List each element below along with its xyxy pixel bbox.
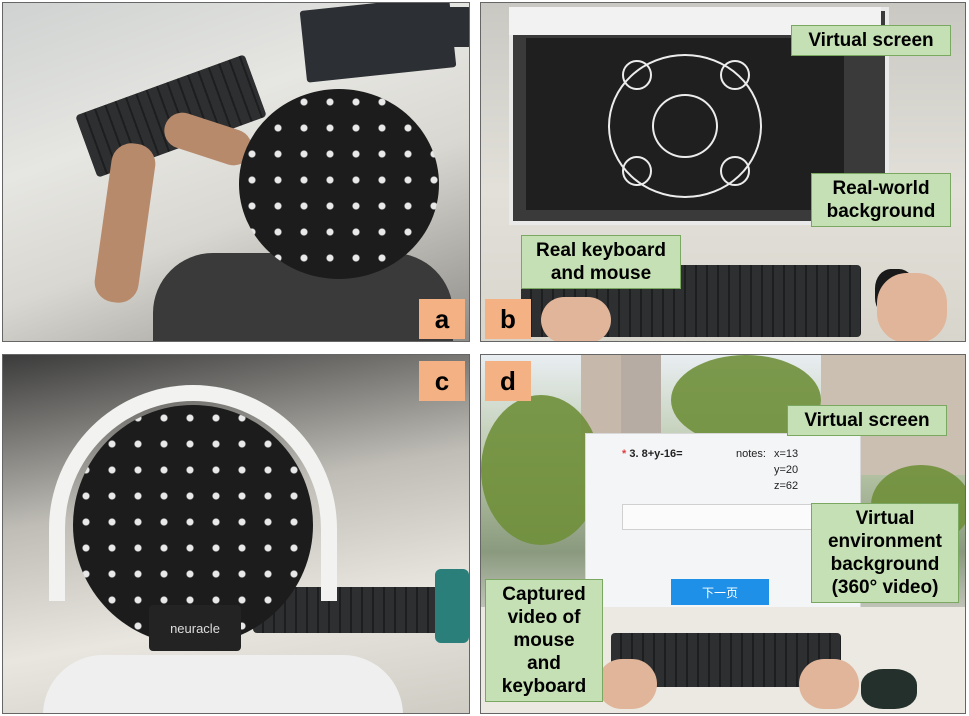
right-hand	[877, 273, 947, 341]
note-y: y=20	[774, 464, 799, 476]
right-hand	[799, 659, 859, 709]
building-mid	[621, 355, 661, 445]
tree-left	[481, 395, 601, 545]
panel-d-letter: d	[485, 361, 531, 401]
panel-a-letter: a	[419, 299, 465, 339]
cad-outer-ring	[608, 54, 762, 198]
headphones	[49, 385, 337, 601]
panel-a-photo: a	[2, 2, 470, 342]
panel-d-photo: * 3. 8+y-16= notes: x=13 y=20 z=62 下一页 V…	[480, 354, 966, 714]
panel-c-letter: c	[419, 361, 465, 401]
note-z: z=62	[774, 480, 799, 492]
label-real-keyboard-mouse: Real keyboard and mouse	[521, 235, 681, 289]
cad-bolt-tl	[622, 60, 652, 90]
label-real-world-background: Real-world background	[811, 173, 951, 227]
phone	[435, 569, 469, 643]
answer-input[interactable]	[622, 504, 820, 530]
panel-c-photo: neuracle c	[2, 354, 470, 714]
cad-bolt-bl	[622, 156, 652, 186]
label-virtual-screen-b: Virtual screen	[791, 25, 951, 56]
left-hand	[541, 297, 611, 341]
panel-b-photo: Virtual screen Real-world background Rea…	[480, 2, 966, 342]
keyboard	[253, 587, 443, 633]
next-page-button[interactable]: 下一页	[671, 579, 769, 605]
label-captured-video: Captured video of mouse and keyboard	[485, 579, 603, 702]
question: * 3. 8+y-16=	[622, 448, 683, 460]
shirt	[43, 655, 403, 713]
left-hand	[597, 659, 657, 709]
note-x: x=13	[774, 448, 799, 460]
laptop-secondary	[423, 7, 469, 47]
cad-inner-ring	[652, 94, 718, 158]
cad-bolt-br	[720, 156, 750, 186]
label-virtual-env-background: Virtual environment background (360° vid…	[811, 503, 959, 603]
panel-b-letter: b	[485, 299, 531, 339]
question-required-mark: *	[622, 448, 627, 460]
notes-label: notes:	[736, 448, 766, 460]
eeg-cap	[239, 89, 439, 279]
cad-drawing	[526, 38, 844, 210]
mouse	[861, 669, 917, 709]
label-virtual-screen-d: Virtual screen	[787, 405, 947, 436]
question-text: 3. 8+y-16=	[629, 448, 683, 460]
cad-bolt-tr	[720, 60, 750, 90]
eeg-amplifier: neuracle	[149, 605, 241, 651]
